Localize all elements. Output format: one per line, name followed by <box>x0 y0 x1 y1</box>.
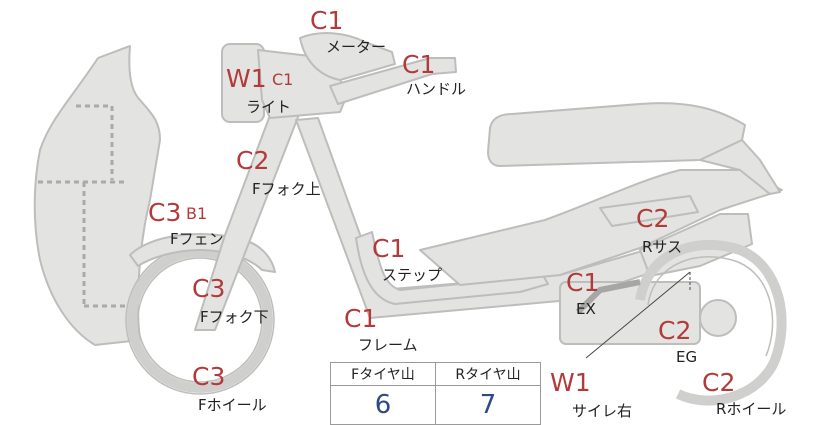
label-handle: ハンドル <box>406 80 467 98</box>
handlebar <box>329 57 457 105</box>
meter <box>299 32 396 81</box>
muffler-leader <box>585 271 691 359</box>
grade-fork-lower[interactable]: C3 <box>192 274 226 303</box>
label-ex: EX <box>576 300 596 318</box>
grade-fork-upper[interactable]: C2 <box>236 146 270 175</box>
grade-frame[interactable]: C1 <box>344 304 378 333</box>
label-light: ライト <box>246 98 292 116</box>
rear-shock <box>599 195 699 227</box>
grade-meter[interactable]: C1 <box>310 6 344 35</box>
grade-f-wheel[interactable]: C3 <box>192 362 226 391</box>
tire-tread-table: Fタイヤ山 Rタイヤ山 6 7 <box>330 362 541 425</box>
grade-ex[interactable]: C1 <box>566 268 600 297</box>
grade-step[interactable]: C1 <box>372 234 406 263</box>
grade-r-sus[interactable]: C2 <box>636 204 670 233</box>
rear-tire-value[interactable]: 7 <box>435 385 541 425</box>
grade-light[interactable]: W1 <box>226 64 267 93</box>
grade-f-fender[interactable]: C3 <box>148 198 182 227</box>
grade-muffler[interactable]: W1 <box>550 368 591 397</box>
label-step: ステップ <box>382 266 443 284</box>
label-r-wheel: Rホイール <box>716 400 787 418</box>
label-f-wheel: Fホイール <box>198 396 267 414</box>
label-r-sus: Rサス <box>642 238 683 256</box>
label-muffler: サイレ右 <box>572 402 633 420</box>
front-wheel <box>127 247 273 393</box>
front-cowl <box>33 45 161 346</box>
grade-f-fender-secondary[interactable]: B1 <box>186 204 208 223</box>
exhaust-pipe <box>575 279 641 315</box>
grade-light-secondary[interactable]: C1 <box>272 70 294 89</box>
label-frame: フレーム <box>358 336 418 354</box>
grade-handle[interactable]: C1 <box>402 50 436 79</box>
front-tire-header: Fタイヤ山 <box>330 362 436 386</box>
label-f-fender: Fフェン <box>170 230 224 248</box>
seat <box>487 102 746 167</box>
rear-wheel <box>635 239 787 406</box>
label-fork-lower: Fフォク下 <box>200 308 269 326</box>
grade-r-wheel[interactable]: C2 <box>702 368 736 397</box>
label-eg: EG <box>676 348 698 366</box>
label-meter: メーター <box>326 38 387 56</box>
front-tire-value[interactable]: 6 <box>330 385 436 425</box>
label-fork-upper: Fフォク上 <box>252 180 321 198</box>
rear-tire-header: Rタイヤ山 <box>435 362 541 386</box>
grade-eg[interactable]: C2 <box>658 316 692 345</box>
